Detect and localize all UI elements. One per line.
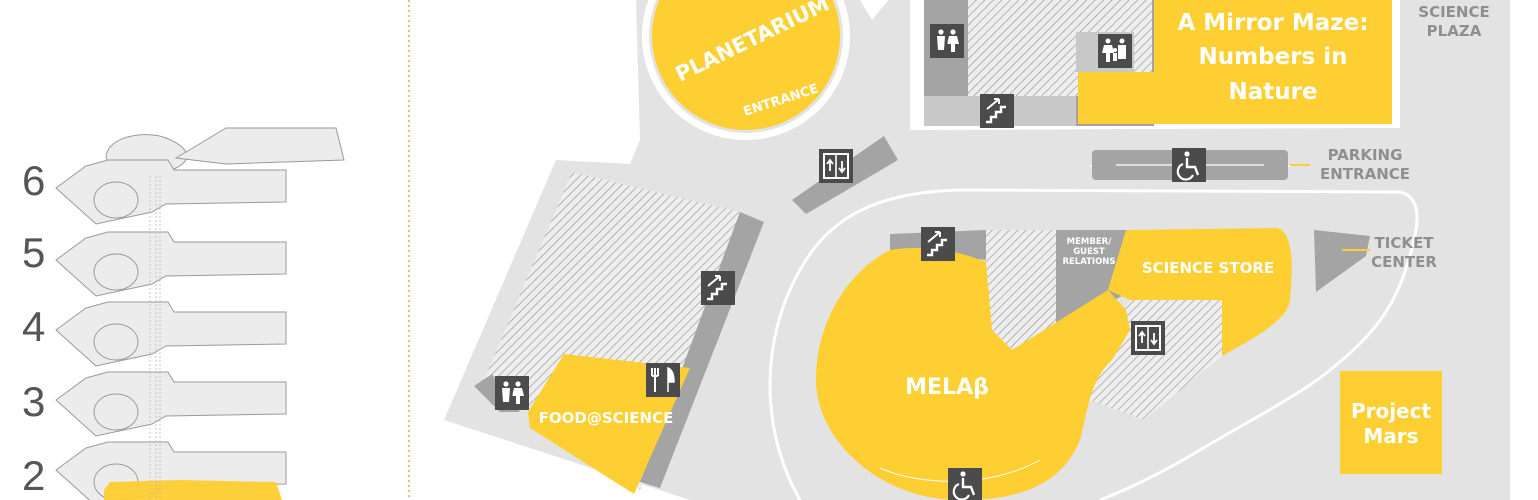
mirror-maze-exhibit[interactable]: A Mirror Maze: Numbers in Nature xyxy=(1078,0,1392,124)
elevator-icon[interactable] xyxy=(818,148,854,184)
walkway-loop xyxy=(768,188,1419,500)
family-restroom-icon[interactable] xyxy=(1098,34,1132,68)
accessible-icon[interactable] xyxy=(1170,146,1208,184)
project-mars-exhibit[interactable]: Project Mars xyxy=(1340,371,1442,474)
member-label-1: MEMBER/ xyxy=(1067,237,1113,247)
elevator-icon[interactable] xyxy=(1130,320,1166,356)
floor-6-button[interactable]: 6 xyxy=(22,157,45,204)
project-mars-label-2: Mars xyxy=(1363,424,1418,448)
science-plaza-label-2: PLAZA xyxy=(1427,22,1482,40)
parking-entrance[interactable] xyxy=(1092,146,1310,184)
mirror-maze-label-3: Nature xyxy=(1228,79,1317,105)
mirror-maze-label-2: Numbers in xyxy=(1199,44,1348,70)
ticket-center-label-2: CENTER xyxy=(1371,253,1437,271)
floor-3-button[interactable]: 3 xyxy=(22,378,45,425)
project-mars-label-1: Project xyxy=(1351,399,1432,423)
ticket-center-label-1: TICKET xyxy=(1375,234,1435,252)
food-label: FOOD@SCIENCE xyxy=(539,409,674,427)
floor-2-button[interactable]: 2 xyxy=(22,452,45,499)
melab-label: MELAβ xyxy=(905,375,989,400)
science-plaza-label-1: SCIENCE xyxy=(1418,3,1489,21)
science-store[interactable]: SCIENCE STORE xyxy=(1108,228,1292,356)
floor-4-button[interactable]: 4 xyxy=(22,303,45,350)
floor-5-button[interactable]: 5 xyxy=(22,229,45,276)
floor-stack-illustration xyxy=(55,127,345,500)
stairs-icon[interactable] xyxy=(978,92,1016,130)
member-label-2: GUEST xyxy=(1073,247,1105,257)
planetarium[interactable]: PLANETARIUM ENTRANCE xyxy=(642,0,850,140)
science-store-label: SCIENCE STORE xyxy=(1142,259,1274,277)
floor-selector[interactable]: 6 5 4 3 2 xyxy=(22,127,345,500)
accessible-icon[interactable] xyxy=(946,466,984,500)
ticket-center[interactable] xyxy=(1314,230,1370,292)
dining-icon[interactable] xyxy=(645,362,681,398)
restroom-icon[interactable] xyxy=(930,24,964,58)
parking-label-2: ENTRANCE xyxy=(1320,165,1410,183)
mirror-maze-label-1: A Mirror Maze: xyxy=(1177,10,1368,36)
stairs-icon[interactable] xyxy=(699,269,737,307)
restroom-icon[interactable] xyxy=(495,376,529,410)
stairs-icon[interactable] xyxy=(919,225,957,263)
member-label-3: RELATIONS xyxy=(1062,257,1115,267)
parking-label-1: PARKING xyxy=(1328,146,1403,164)
